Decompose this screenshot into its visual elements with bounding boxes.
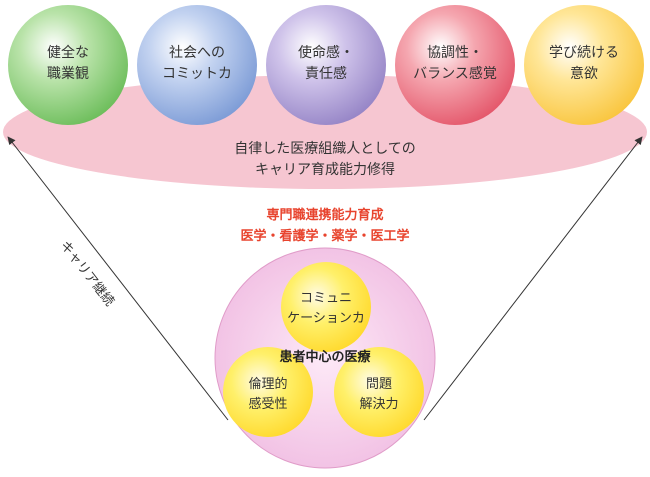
circle-ethics	[223, 347, 313, 437]
program-line1: 専門職連携能力育成	[266, 207, 383, 223]
sphere-3-line1: 協調性・	[427, 45, 483, 61]
sphere-mission-responsibility	[266, 5, 386, 125]
sphere-continuous-learning	[524, 5, 644, 125]
sphere-3-line2: バランス感覚	[413, 65, 497, 82]
sphere-cooperation-balance	[395, 5, 515, 125]
circle-communication-group: コミュニ ケーションカ	[281, 262, 371, 352]
sphere-health-vocation	[8, 5, 128, 125]
circle-problem-solving	[334, 347, 424, 437]
sphere-group-3: 協調性・ バランス感覚	[395, 5, 515, 125]
sphere-1-line2: コミットカ	[162, 66, 232, 82]
sphere-4-line1: 学び続ける	[549, 44, 619, 61]
problem-solving-line2: 解決力	[359, 397, 398, 412]
left-career-arrow	[7, 136, 229, 421]
program-line2: 医学・看護学・薬学・医工学	[240, 228, 409, 244]
circle-problem-solving-group: 問題 解決力	[334, 347, 424, 437]
sphere-social-commitment	[137, 5, 257, 125]
sphere-group-0: 健全な 職業観	[8, 5, 128, 125]
career-continuation-label: キャリア継続	[57, 238, 117, 309]
sphere-2-line2: 責任感	[305, 65, 347, 82]
patient-centered-label: 患者中心の医療	[279, 349, 371, 365]
sphere-group-4: 学び続ける 意欲	[524, 5, 644, 125]
band-text-line2: キャリア育成能力修得	[255, 161, 395, 178]
sphere-group-2: 使命感・ 責任感	[266, 5, 386, 125]
ethics-line2: 感受性	[248, 396, 287, 412]
circle-communication	[281, 262, 371, 352]
sphere-0-line1: 健全な	[47, 44, 89, 61]
circle-ethics-group: 倫理的 感受性	[223, 347, 313, 437]
communication-line1: コミュニ	[300, 291, 352, 306]
sphere-0-line2: 職業観	[47, 65, 89, 82]
sphere-2-line1: 使命感・	[298, 44, 354, 61]
right-career-arrow	[423, 136, 643, 421]
band-text-line1: 自律した医療組織人としての	[234, 140, 416, 157]
sphere-1-line1: 社会への	[169, 45, 225, 61]
sphere-group-1: 社会への コミットカ	[137, 5, 257, 125]
sphere-4-line2: 意欲	[570, 65, 598, 82]
ethics-line1: 倫理的	[248, 376, 287, 392]
communication-line2: ケーションカ	[287, 311, 365, 326]
problem-solving-line1: 問題	[366, 377, 392, 392]
